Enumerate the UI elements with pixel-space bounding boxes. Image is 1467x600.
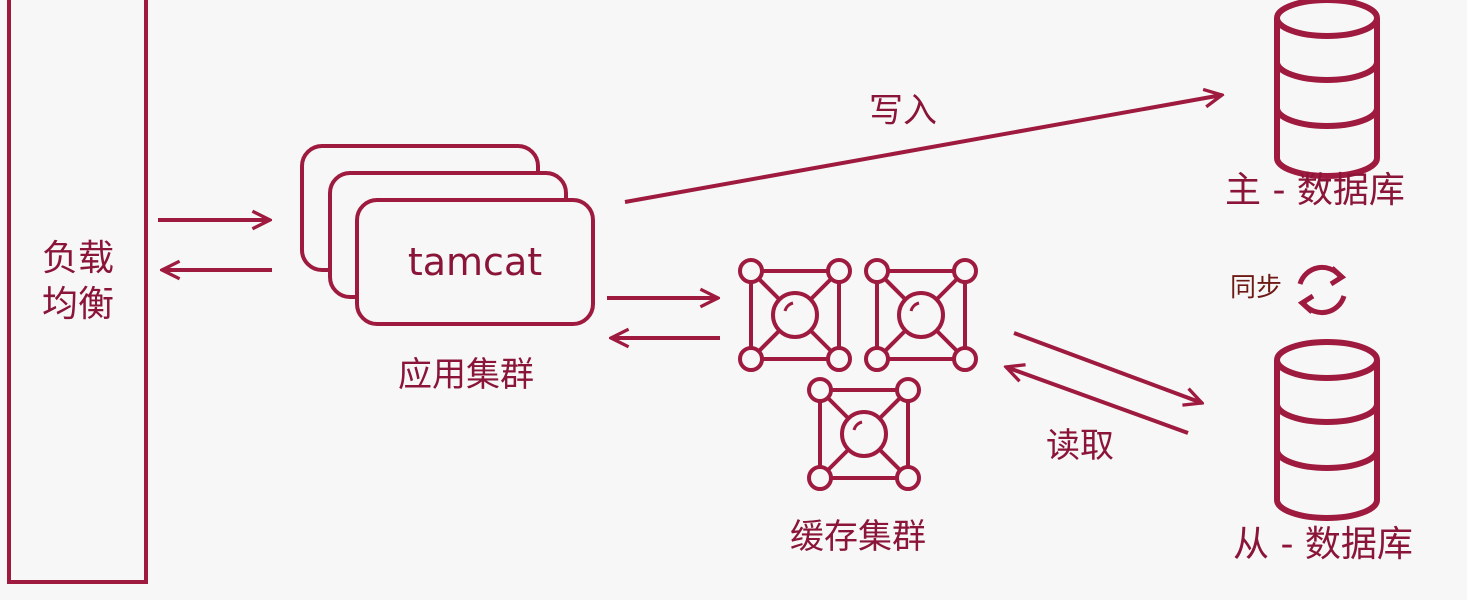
cache-node-3 (807, 377, 921, 491)
load-balancer-label-line2: 均衡 (42, 284, 114, 325)
app-cluster-caption: 应用集群 (398, 355, 534, 395)
cache-cluster-caption: 缓存集群 (790, 517, 926, 557)
sync-label: 同步 (1230, 273, 1282, 303)
refresh-icon (1297, 264, 1347, 316)
write-arrow (624, 95, 1222, 204)
database-icon (1277, 0, 1377, 176)
sync-indicator: 同步 (1230, 264, 1347, 316)
slave-db: 从 - 数据库 (1233, 342, 1413, 565)
master-db-label: 主 - 数据库 (1225, 170, 1405, 211)
slave-db-label: 从 - 数据库 (1233, 524, 1413, 565)
read-label: 读取 (1046, 426, 1114, 466)
cache-node-1 (738, 258, 852, 372)
load-balancer-label-line1: 负载 (42, 238, 114, 279)
database-icon (1277, 342, 1377, 518)
cache-cluster: 缓存集群 (738, 258, 978, 557)
load-balancer: 负载 均衡 (7, 0, 148, 584)
master-db: 主 - 数据库 (1225, 0, 1405, 211)
slave-to-cache-arrow (1006, 367, 1189, 435)
cache-node-2 (864, 258, 978, 372)
write-label: 写入 (869, 91, 937, 131)
app-server-label: tamcat (408, 240, 542, 284)
app-cluster: tamcat 应用集群 (300, 144, 595, 395)
app-server-card (355, 198, 595, 326)
cache-to-slave-arrow (1013, 331, 1202, 403)
